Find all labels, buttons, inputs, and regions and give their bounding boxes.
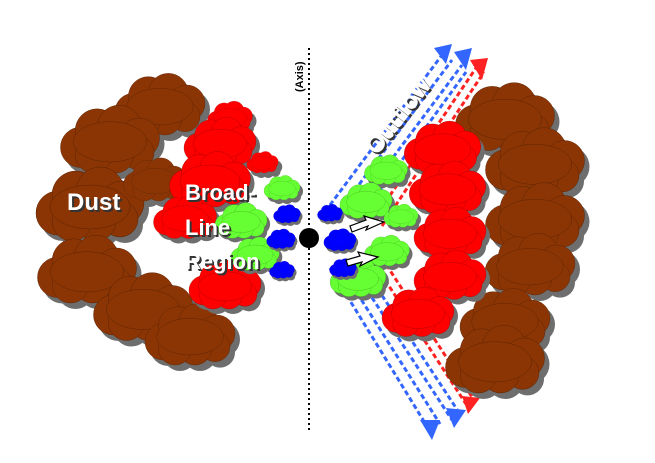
arrowhead-red-down — [462, 396, 480, 414]
dust-label-shadow: Dust — [69, 191, 122, 218]
blr-label-line2: Line — [185, 215, 230, 240]
blr-label-line2-shadow: Line — [187, 217, 232, 242]
blr-label-line1-shadow: Broad- — [187, 182, 258, 207]
arrowhead-blue-down-1 — [420, 420, 440, 440]
arrowhead-red-up — [470, 58, 488, 80]
blr-label-line1: Broad- — [185, 180, 256, 205]
white-arrow-lower — [345, 251, 380, 268]
arrowhead-blue-down-2 — [446, 408, 466, 428]
arrowhead-blue-up-1 — [434, 44, 452, 64]
arrowhead-blue-up-2 — [454, 48, 472, 70]
axis-label: (Axis) — [294, 61, 306, 92]
blr-label-line3-shadow: Region — [187, 251, 262, 276]
inflow-arrows — [345, 215, 386, 268]
central-black-hole — [299, 228, 319, 248]
dust-label: Dust — [67, 189, 120, 216]
blr-label-line3: Region — [185, 249, 260, 274]
arrowheads — [420, 44, 488, 440]
white-arrow-upper — [349, 215, 386, 233]
